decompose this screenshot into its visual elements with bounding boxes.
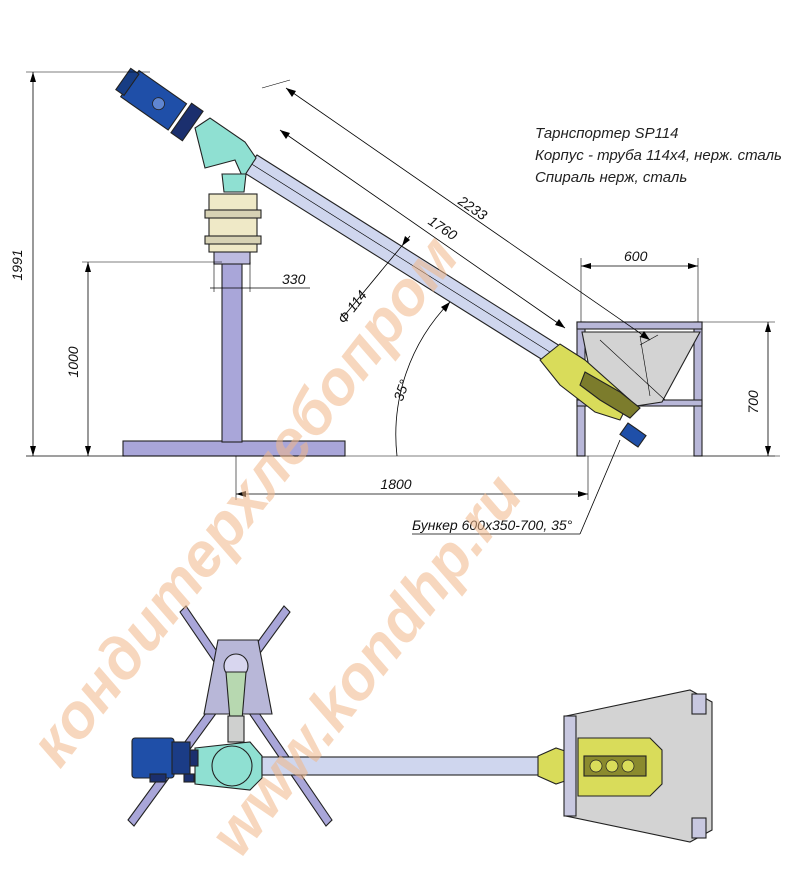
dim-stand-height-label: 1000 <box>65 346 81 377</box>
top-discharge-head <box>194 741 263 791</box>
top-arm <box>225 671 247 721</box>
top-feeder-screw <box>583 755 647 777</box>
dim-stand-width-label: 330 <box>282 271 306 287</box>
top-view <box>127 605 713 843</box>
dim-overall-height-label: 1991 <box>9 249 25 280</box>
dim-hopper-width: 600 <box>580 248 699 322</box>
dim-tube-total-label: 2233 <box>455 192 491 223</box>
top-motor <box>131 737 199 783</box>
hopper-label: Бункер 600х350-700, 35° <box>412 517 573 533</box>
discharge-chute <box>221 173 247 193</box>
dim-stand-height: 1000 <box>65 261 222 456</box>
dim-angle-label: 35° <box>390 377 412 403</box>
dim-hopper-height-label: 700 <box>745 390 761 414</box>
hopper-callout: Бункер 600х350-700, 35° <box>412 439 621 535</box>
dim-hopper-height: 700 <box>702 321 775 457</box>
feeder-screw <box>579 371 641 419</box>
note-title: Тарнспортер SP114 <box>535 125 678 142</box>
drive-flange <box>170 102 204 142</box>
dim-angle: 35° <box>390 301 451 457</box>
dim-hopper-width-label: 600 <box>624 248 648 264</box>
dim-overall-height: 1991 <box>9 71 150 457</box>
stand-column <box>221 261 243 443</box>
dim-base-length-label: 1800 <box>380 476 411 492</box>
side-view: 1991 1000 330 2233 <box>9 67 782 535</box>
stand-bearing-flange-low <box>204 235 262 245</box>
discharge-head <box>194 117 257 180</box>
tail-bearing <box>619 422 647 448</box>
note-housing: Корпус - труба 114x4, нерж. сталь <box>535 147 782 164</box>
dim-base-length: 1800 <box>235 456 589 500</box>
stand-bearing-flange <box>204 209 262 219</box>
motor <box>115 67 188 131</box>
dim-stand-width: 330 <box>210 262 310 292</box>
note-spiral: Спираль нерж, сталь <box>535 169 687 186</box>
